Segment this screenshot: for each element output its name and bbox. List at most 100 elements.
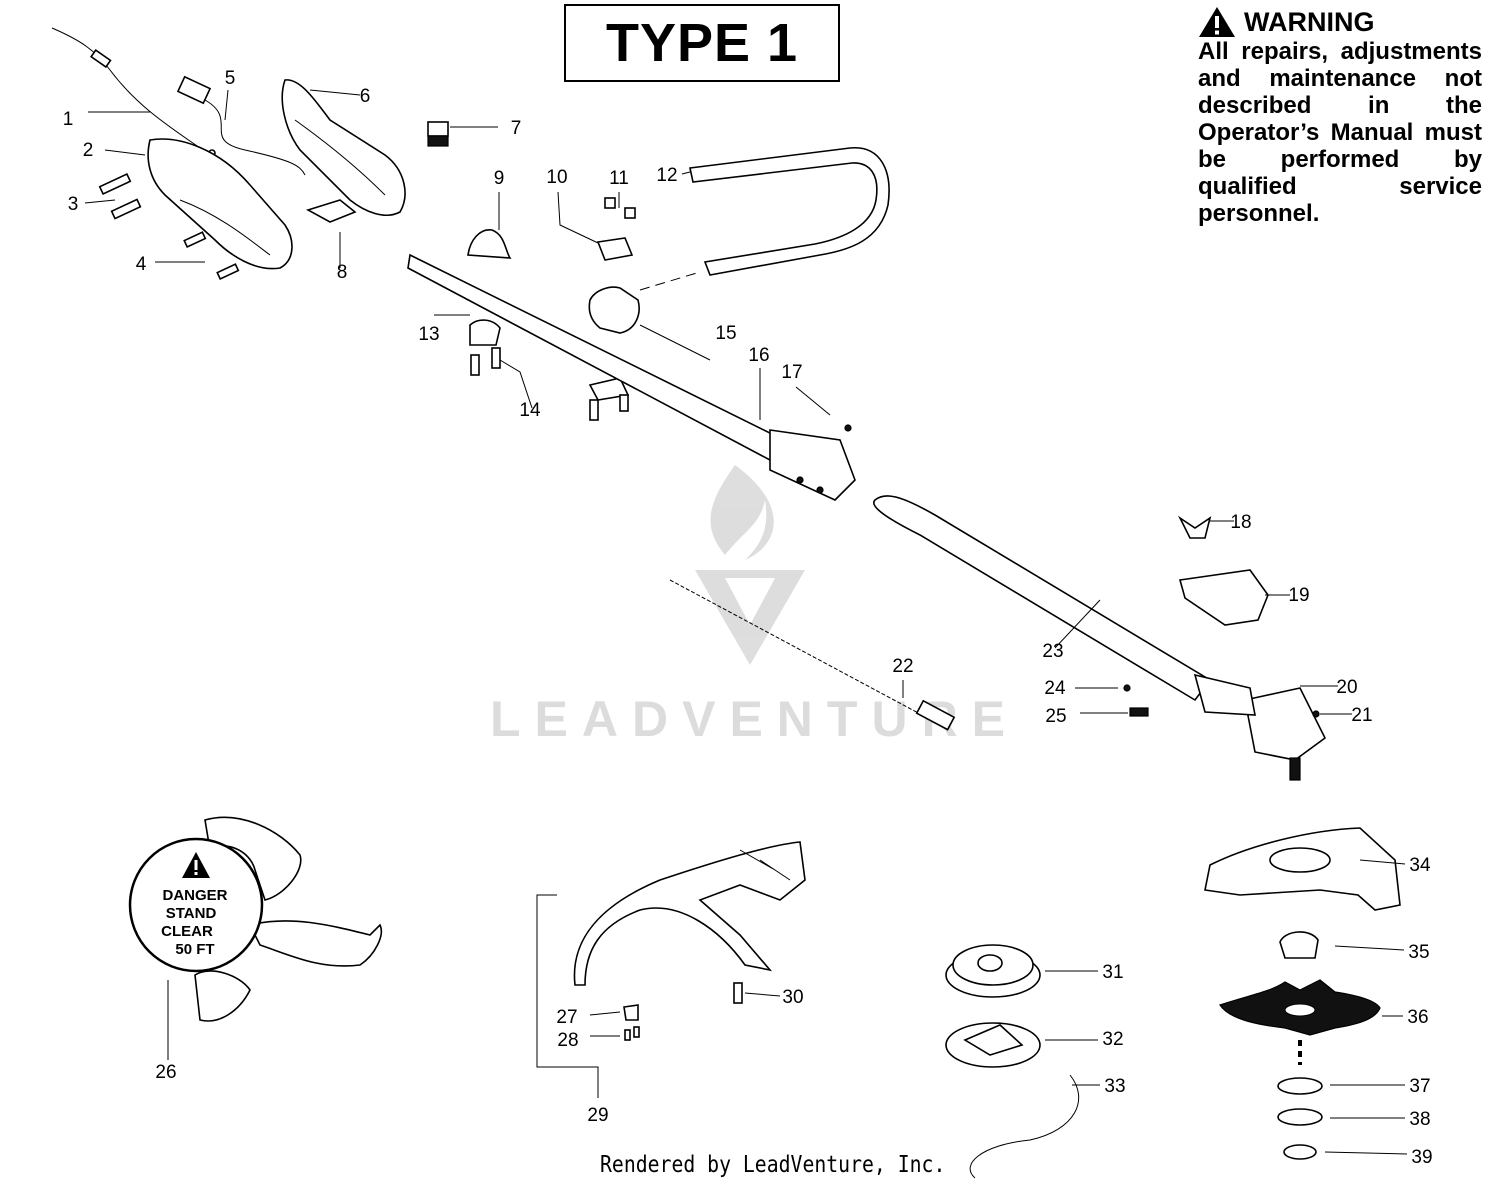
footer-credit: Rendered by LeadVenture, Inc.: [600, 1152, 946, 1178]
part-screws-handle: [98, 172, 240, 281]
part-danger-decal: DANGER STAND CLEAR 50 FT: [128, 837, 264, 973]
part-shield: [573, 841, 806, 986]
part-wing-nut: [1177, 515, 1212, 539]
callout-18: 18: [1230, 512, 1251, 533]
watermark: LEADVENTURE: [490, 691, 1020, 747]
callout-9: 9: [494, 168, 505, 189]
diagram-title: TYPE 1: [564, 4, 840, 82]
decal-line-2: STAND: [166, 905, 217, 922]
callout-11: 11: [609, 168, 629, 189]
leader-line-2: [104, 149, 146, 156]
callout-27: 27: [556, 1007, 577, 1028]
callout-21: 21: [1351, 705, 1372, 726]
callout-35: 35: [1408, 942, 1429, 963]
callout-33: 33: [1104, 1076, 1125, 1097]
leader-line-3: [84, 199, 116, 204]
part-washers: [1277, 1077, 1323, 1160]
part-ignition-wire: [176, 75, 306, 176]
callout-28: 28: [557, 1030, 578, 1051]
part-lower-drive-tube: [873, 495, 1256, 716]
callout-39: 39: [1411, 1147, 1432, 1168]
callout-6: 6: [360, 86, 371, 107]
part-screw-small: [844, 424, 852, 432]
leader-line-12: [681, 171, 691, 175]
callout-4: 4: [136, 254, 147, 275]
callout-7: 7: [511, 118, 522, 139]
part-screws-gearhead: [1123, 684, 1320, 718]
callout-10: 10: [546, 167, 567, 188]
warning-notice: WARNING All repairs, adjustments and mai…: [1198, 6, 1482, 227]
leader-line-14: [499, 359, 533, 409]
leader-line-23: [1054, 599, 1101, 649]
warning-heading: WARNING: [1244, 6, 1375, 37]
part-clamp-upper: [467, 197, 636, 261]
part-blade-guard: [1204, 827, 1401, 911]
callout-5: 5: [225, 68, 236, 89]
callout-38: 38: [1409, 1109, 1430, 1130]
leader-line-29: [536, 894, 599, 1098]
callout-36: 36: [1407, 1007, 1428, 1028]
part-harness-strap: [194, 816, 382, 1022]
callout-14: 14: [519, 400, 541, 421]
callout-30: 30: [782, 987, 803, 1008]
decal-line-4: 50 FT: [175, 941, 214, 958]
part-saw-blade: [1219, 979, 1381, 1065]
warning-text: All repairs, adjustments and maintenance…: [1198, 38, 1482, 227]
part-shield-bracket: [1178, 569, 1269, 626]
part-throttle-cable: [51, 27, 216, 157]
callout-31: 31: [1102, 962, 1123, 983]
leader-line-5: [224, 89, 229, 121]
leader-line-6: [309, 89, 361, 96]
callout-2: 2: [83, 140, 94, 161]
callout-16: 16: [748, 345, 769, 366]
part-clamp-lower: [469, 319, 630, 421]
decal-line-3: CLEAR: [161, 923, 213, 940]
part-spool-cover: [945, 944, 1041, 998]
part-handle-bracket: [588, 271, 701, 334]
part-shield-hardware: [623, 982, 743, 1041]
leader-line-35: [1334, 945, 1405, 951]
part-spool: [945, 1022, 1041, 1068]
callout-37: 37: [1409, 1076, 1430, 1097]
part-trimmer-line: [969, 1074, 1080, 1179]
callout-8: 8: [337, 262, 348, 283]
callout-23: 23: [1042, 641, 1063, 662]
part-stop-switch: [427, 121, 449, 147]
callout-22: 22: [892, 656, 913, 677]
leader-line-27: [589, 1011, 621, 1016]
leader-line-17: [795, 386, 831, 416]
watermark-logo-icon: [695, 465, 805, 665]
leader-lines: [84, 89, 1408, 1155]
callout-19: 19: [1288, 585, 1309, 606]
callout-13: 13: [418, 324, 439, 345]
callout-24: 24: [1044, 678, 1066, 699]
callout-1: 1: [63, 109, 74, 130]
leader-line-10: [557, 191, 599, 244]
leader-line-34: [1359, 859, 1406, 865]
callout-12: 12: [656, 165, 677, 186]
warning-heading-row: WARNING: [1198, 6, 1482, 38]
callout-15: 15: [715, 323, 736, 344]
warning-triangle-icon: [1199, 7, 1235, 37]
part-bike-handle: [689, 147, 890, 276]
part-gear-head: [1244, 687, 1327, 781]
decal-line-1: DANGER: [162, 887, 227, 904]
callout-26: 26: [155, 1062, 176, 1083]
part-blade-nut: [1279, 931, 1319, 959]
callout-29: 29: [587, 1105, 608, 1126]
callout-20: 20: [1336, 677, 1357, 698]
part-handle-half-right: [281, 79, 406, 216]
part-throttle-trigger: [305, 199, 357, 223]
callout-32: 32: [1102, 1029, 1123, 1050]
part-upper-drive-tube: [407, 253, 856, 501]
part-handle-half-left: [147, 138, 293, 270]
callout-3: 3: [68, 194, 79, 215]
leader-line-30: [744, 992, 781, 997]
callout-25: 25: [1045, 706, 1066, 727]
leader-line-39: [1324, 1151, 1408, 1155]
callout-17: 17: [781, 362, 802, 383]
part-drive-shaft: [669, 579, 956, 731]
leader-line-15: [639, 324, 711, 361]
